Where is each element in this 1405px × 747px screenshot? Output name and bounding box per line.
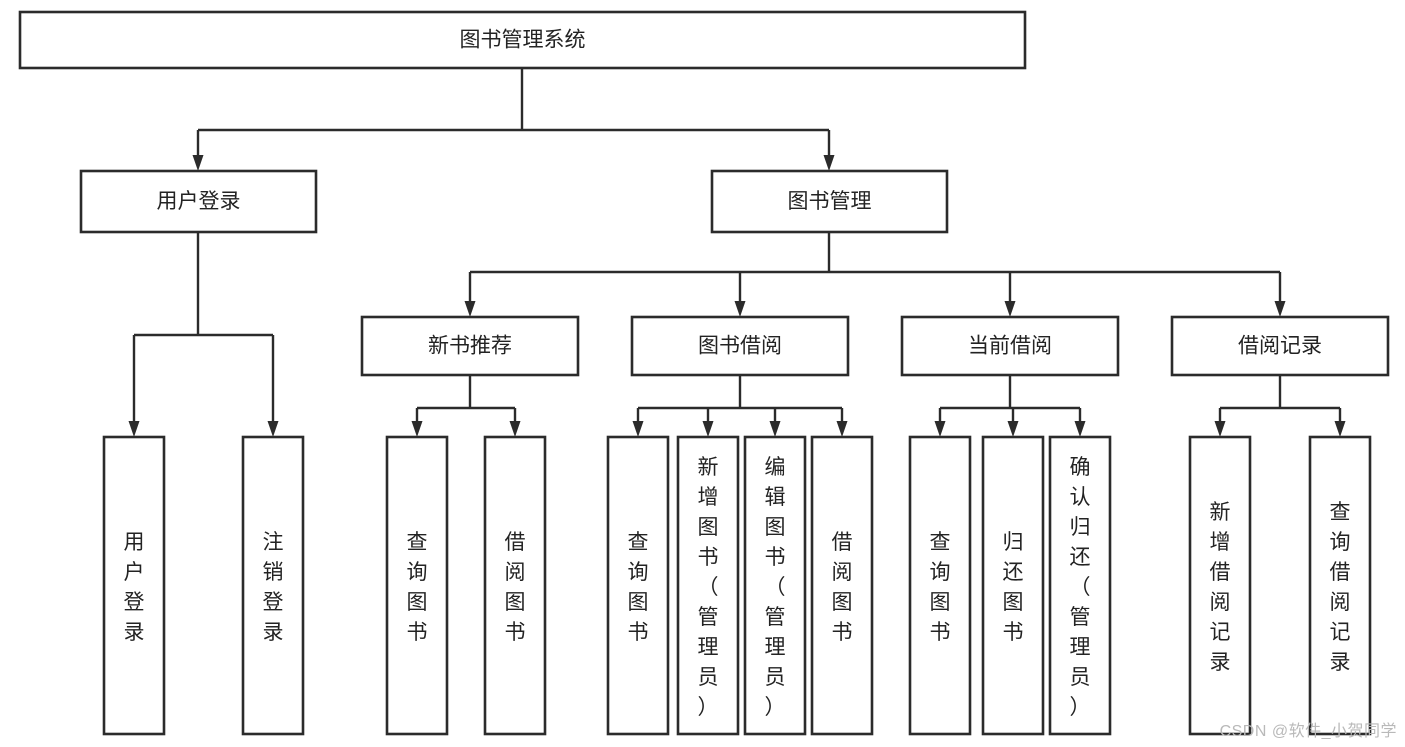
arrow-head-icon	[192, 155, 204, 171]
connector-group-current-borrow-to-leaves	[934, 375, 1086, 437]
node-leaf-add-book-label: 新增图书（管理员）	[698, 456, 719, 719]
node-user-login-label: 用户登录	[157, 190, 241, 213]
node-leaf-edit-book-label: 编辑图书（管理员）	[765, 456, 786, 719]
node-leaf-query-book-borrow-label: 查询图书	[628, 531, 649, 644]
node-leaf-query-borrow-record[interactable]: 查询借阅记录	[1308, 435, 1372, 736]
arrow-head-icon	[509, 421, 521, 437]
arrow-head-icon	[836, 421, 848, 437]
node-leaf-add-borrow-record[interactable]: 新增借阅记录	[1188, 435, 1252, 736]
nodes-layer: 图书管理系统用户登录图书管理新书推荐图书借阅当前借阅借阅记录用户登录注销登录查询…	[18, 10, 1390, 736]
node-leaf-borrow-book-label: 借阅图书	[832, 531, 853, 644]
node-book-manage-box[interactable]	[710, 169, 949, 234]
node-leaf-add-book-box[interactable]	[676, 435, 740, 736]
node-leaf-user-logout[interactable]: 注销登录	[241, 435, 305, 736]
arrow-head-icon	[734, 301, 746, 317]
node-leaf-query-book-recommend-box[interactable]	[385, 435, 449, 736]
node-root-title[interactable]: 图书管理系统	[18, 10, 1027, 70]
arrow-head-icon	[267, 421, 279, 437]
node-leaf-edit-book-box[interactable]	[743, 435, 807, 736]
node-leaf-confirm-return-box[interactable]	[1048, 435, 1112, 736]
arrow-head-icon	[769, 421, 781, 437]
node-leaf-query-book-current[interactable]: 查询图书	[908, 435, 972, 736]
node-book-manage[interactable]: 图书管理	[710, 169, 949, 234]
node-borrow-record[interactable]: 借阅记录	[1170, 315, 1390, 377]
connector-group-borrow-record-to-leaves	[1214, 375, 1346, 437]
node-book-manage-label: 图书管理	[788, 190, 872, 213]
node-new-book-recommend-label: 新书推荐	[428, 335, 512, 358]
watermark-label: CSDN @软件_小贺同学	[1219, 723, 1397, 740]
arrow-head-icon	[1074, 421, 1086, 437]
node-book-borrow[interactable]: 图书借阅	[630, 315, 850, 377]
node-new-book-recommend-box[interactable]	[360, 315, 580, 377]
node-root-title-box[interactable]	[18, 10, 1027, 70]
node-leaf-query-book-recommend[interactable]: 查询图书	[385, 435, 449, 736]
connector-group-user-login-to-leaves	[128, 232, 279, 437]
node-leaf-user-logout-label: 注销登录	[263, 531, 284, 644]
arrow-head-icon	[128, 421, 140, 437]
node-borrow-record-label: 借阅记录	[1238, 335, 1322, 358]
node-leaf-return-book[interactable]: 归还图书	[981, 435, 1045, 736]
node-leaf-query-book-current-label: 查询图书	[930, 531, 951, 644]
node-user-login[interactable]: 用户登录	[79, 169, 318, 234]
node-leaf-user-login[interactable]: 用户登录	[102, 435, 166, 736]
arrow-head-icon	[1004, 301, 1016, 317]
connector-group-book-manage-to-level3	[464, 232, 1286, 317]
node-leaf-add-book[interactable]: 新增图书（管理员）	[676, 435, 740, 736]
arrow-head-icon	[1274, 301, 1286, 317]
connector-group-new-book-recommend-to-leaves	[411, 375, 521, 437]
connector-group-book-borrow-to-leaves	[632, 375, 848, 437]
node-leaf-user-login-box[interactable]	[102, 435, 166, 736]
arrow-head-icon	[1007, 421, 1019, 437]
node-leaf-borrow-book-recommend[interactable]: 借阅图书	[483, 435, 547, 736]
node-leaf-return-book-label: 归还图书	[1003, 531, 1024, 644]
arrow-head-icon	[702, 421, 714, 437]
connectors-layer	[128, 68, 1346, 437]
node-leaf-user-logout-box[interactable]	[241, 435, 305, 736]
arrow-head-icon	[411, 421, 423, 437]
node-leaf-query-book-recommend-label: 查询图书	[407, 531, 428, 644]
arrow-head-icon	[632, 421, 644, 437]
node-new-book-recommend[interactable]: 新书推荐	[360, 315, 580, 377]
node-leaf-user-login-label: 用户登录	[124, 531, 145, 644]
node-leaf-query-book-current-box[interactable]	[908, 435, 972, 736]
node-leaf-return-book-box[interactable]	[981, 435, 1045, 736]
node-book-borrow-box[interactable]	[630, 315, 850, 377]
node-borrow-record-box[interactable]	[1170, 315, 1390, 377]
node-current-borrow[interactable]: 当前借阅	[900, 315, 1120, 377]
node-leaf-query-book-borrow-box[interactable]	[606, 435, 670, 736]
arrow-head-icon	[1334, 421, 1346, 437]
node-book-borrow-label: 图书借阅	[698, 335, 782, 358]
arrow-head-icon	[1214, 421, 1226, 437]
node-leaf-borrow-book-recommend-box[interactable]	[483, 435, 547, 736]
node-user-login-box[interactable]	[79, 169, 318, 234]
node-current-borrow-box[interactable]	[900, 315, 1120, 377]
node-root-title-label: 图书管理系统	[460, 29, 586, 52]
node-leaf-borrow-book[interactable]: 借阅图书	[810, 435, 874, 736]
arrow-head-icon	[823, 155, 835, 171]
node-leaf-query-borrow-record-label: 查询借阅记录	[1330, 501, 1351, 674]
node-leaf-add-borrow-record-box[interactable]	[1188, 435, 1252, 736]
node-leaf-confirm-return-label: 确认归还（管理员）	[1070, 456, 1091, 719]
node-leaf-confirm-return[interactable]: 确认归还（管理员）	[1048, 435, 1112, 736]
arrow-head-icon	[934, 421, 946, 437]
node-leaf-add-borrow-record-label: 新增借阅记录	[1210, 501, 1231, 674]
node-current-borrow-label: 当前借阅	[968, 335, 1052, 358]
node-leaf-query-borrow-record-box[interactable]	[1308, 435, 1372, 736]
connector-group-root-to-level2	[192, 68, 835, 171]
node-leaf-query-book-borrow[interactable]: 查询图书	[606, 435, 670, 736]
node-leaf-edit-book[interactable]: 编辑图书（管理员）	[743, 435, 807, 736]
arrow-head-icon	[464, 301, 476, 317]
node-leaf-borrow-book-box[interactable]	[810, 435, 874, 736]
node-leaf-borrow-book-recommend-label: 借阅图书	[505, 531, 526, 644]
